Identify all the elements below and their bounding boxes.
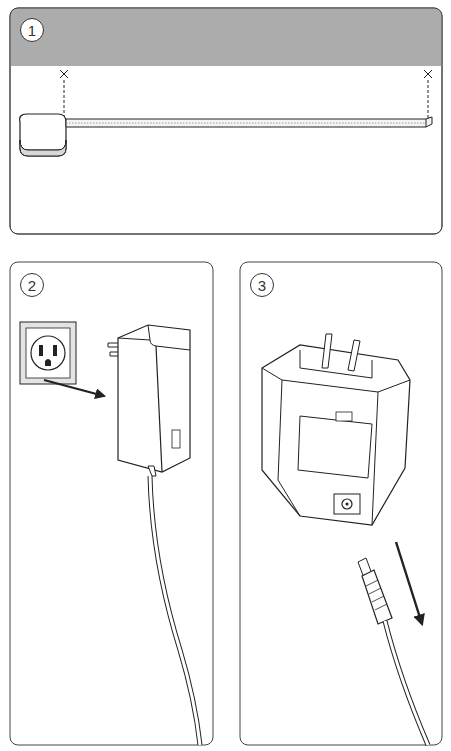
panel-three [240,262,442,745]
callout-number: 1 [28,23,36,38]
callout-circle: 1 [20,18,44,42]
panel-one [10,8,442,234]
callout-number: 3 [258,278,266,293]
callout-number: 2 [28,278,36,293]
panel-two [10,262,213,745]
callout-circle: 3 [250,273,274,297]
callout-circle: 2 [20,273,44,297]
